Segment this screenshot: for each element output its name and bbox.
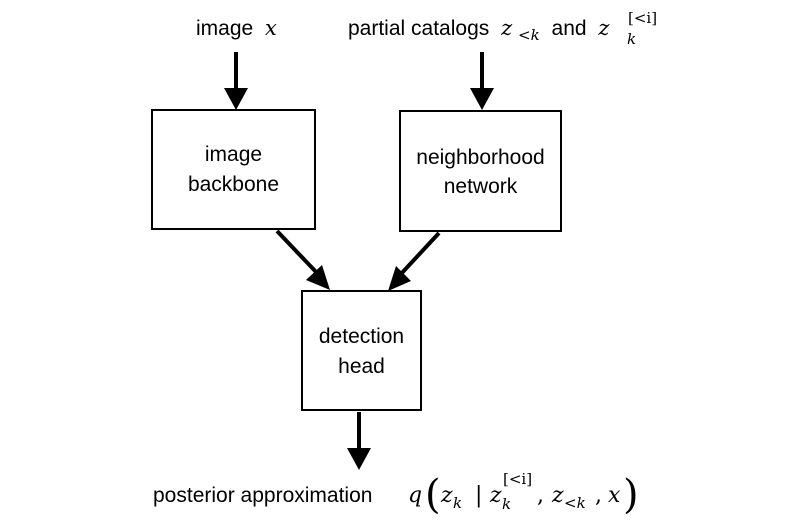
input-image-var: x (265, 16, 277, 40)
input-catalogs-conj: and (552, 17, 587, 40)
output-arg1: z (440, 483, 453, 508)
detection-head-line2: head (338, 355, 385, 378)
input-image-label: image x (196, 16, 277, 40)
output-lparen: ( (425, 472, 441, 518)
output-bar: | (475, 483, 482, 508)
output-arg2-sup: [<i] (503, 470, 532, 488)
output-comma2: , (595, 483, 602, 508)
detection-head-line1: detection (319, 325, 404, 348)
input-catalogs-text: partial catalogs (348, 17, 489, 40)
output-arg3-sub: <k (564, 494, 586, 512)
arrow-backbone-to-head (275, 229, 330, 290)
input-catalogs-var2-sub: k (627, 30, 636, 48)
output-arg4: x (608, 483, 621, 508)
input-image-text: image (196, 17, 253, 40)
output-posterior-label: posterior approximation (153, 484, 372, 507)
arrow-catalogs-to-network (470, 52, 494, 110)
image-backbone-node: image backbone (151, 109, 316, 230)
detection-head-node: detection head (301, 290, 422, 411)
input-catalogs-var2-sup: [<i] (628, 9, 657, 27)
output-arg2: z (489, 483, 502, 508)
input-catalogs-var1-sub: <k (518, 26, 540, 44)
input-catalogs-var2: z (597, 16, 610, 40)
neighborhood-network-line2: network (444, 175, 518, 198)
output-arg3: z (551, 483, 564, 508)
arrow-image-to-backbone (224, 52, 248, 110)
output-rparen: ) (623, 472, 639, 518)
output-fn-q: q (408, 483, 422, 508)
input-catalogs-label: partial catalogs z <k and z (348, 16, 610, 45)
arrow-network-to-head (388, 231, 441, 291)
output-arg2-sub: k (502, 495, 511, 513)
image-backbone-line2: backbone (188, 173, 279, 196)
neighborhood-network-node: neighborhood network (399, 110, 562, 232)
image-backbone-line1: image (205, 143, 262, 166)
input-catalogs-var1: z (500, 16, 513, 40)
output-comma1: , (537, 483, 544, 508)
output-arg1-sub: k (453, 494, 462, 512)
output-posterior: posterior approximation q ( z k | z [<i]… (153, 470, 639, 518)
arrow-head-to-posterior (347, 412, 371, 470)
neighborhood-network-line1: neighborhood (416, 146, 544, 169)
